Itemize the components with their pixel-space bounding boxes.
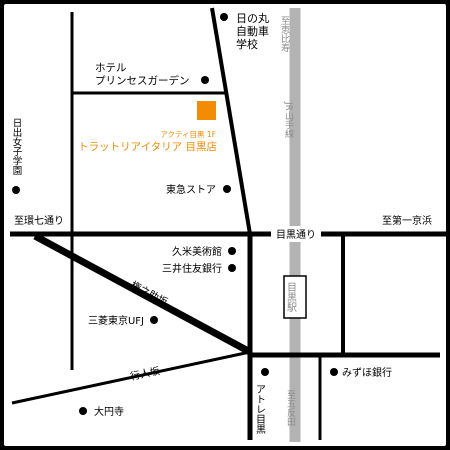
map-background [4,4,446,446]
major-roads [10,7,446,440]
label-to-ebisu: 至恵比寿 [279,16,290,52]
station-label-bg [283,275,307,319]
label-mufj: 三菱東京UFJ [88,314,144,327]
hinode-school-marker [12,186,20,194]
restaurant-marker [197,101,216,120]
label-to-gotanda: 至五反田 [285,390,296,427]
label-restaurant: トラットリアイタリア 目黒店 [78,140,217,153]
road-gyoninzaka [11,350,251,405]
label-jr-line: JR山手線 [283,101,294,138]
label-hinomaru-1: 日の丸 [236,12,269,25]
daienji-marker [79,407,87,415]
label-hotel-2: プリンセスガーデン [95,74,190,87]
label-hinomaru-2: 自動車 [236,24,269,38]
label-mizuho: みずほ銀行 [342,366,392,379]
mizuho-marker [330,368,338,376]
label-tokyu-store: 東急ストア [166,183,216,196]
tokyu-store-marker [223,185,231,193]
label-mitsui-bank: 三井住友銀行 [162,262,222,275]
road-diagonal-north [210,7,252,235]
label-kume-museum: 久米美術館 [172,245,222,258]
label-building: アクティ目黒 1F [160,130,216,139]
label-to-daiichi-keihin: 至第一京浜 [382,214,432,227]
minor-roads [11,12,345,440]
mitsui-bank-marker [228,264,236,272]
hotel-marker [201,76,209,84]
label-hinomaru-3: 学校 [236,37,258,51]
meguro-dori-label-bg [271,226,321,242]
label-meguro-dori: 目黒通り [276,229,316,241]
label-meguro-station: 目黒駅 [285,282,297,313]
kume-museum-marker [228,247,236,255]
label-atre-meguro: アトレ目黒 [254,384,266,435]
mufj-marker [150,316,158,324]
label-to-kannana: 至環七通り [14,215,64,227]
landmark-markers [12,13,338,415]
atre-marker [261,368,269,376]
label-daienji: 大円寺 [94,405,124,418]
hinomaru-marker [220,13,228,21]
road-gonnosuke-zaka [33,232,252,356]
label-hinode-school: 日出女子学園 [11,118,23,176]
label-hotel-1: ホテル [95,62,127,74]
